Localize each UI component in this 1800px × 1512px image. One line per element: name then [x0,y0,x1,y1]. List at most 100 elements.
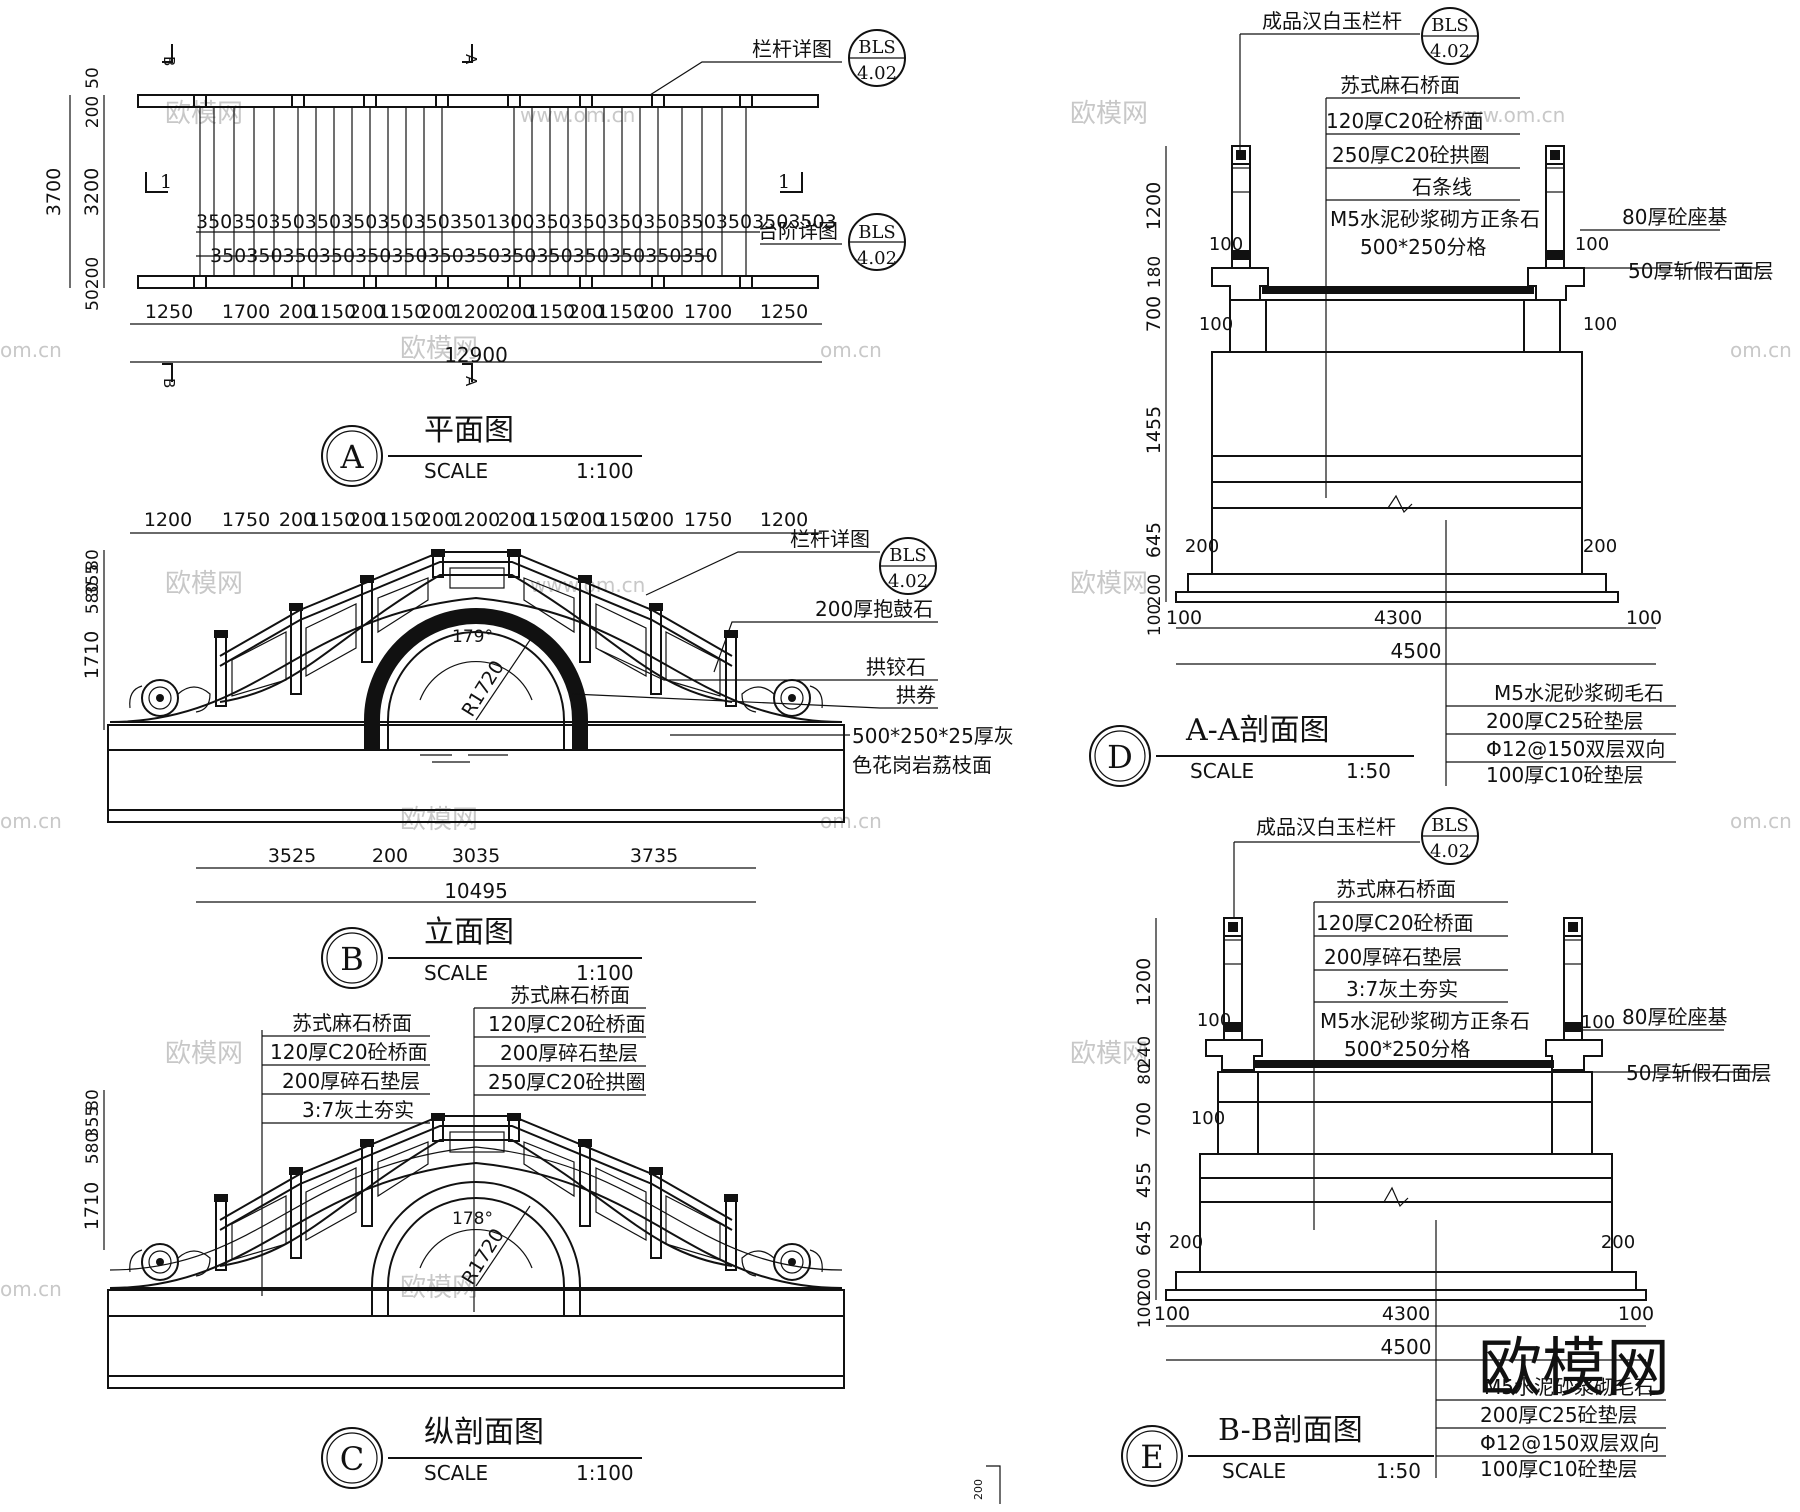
elev-dim-bottom: 3525 200 3035 3735 [268,845,678,867]
bb-title: B-B剖面图 [1218,1413,1363,1448]
long-arch-opening [387,1197,565,1317]
long-railing-top [219,1125,733,1231]
svg-text:355: 355 [83,564,103,596]
watermark-site: www.om.cn [1450,103,1565,127]
svg-text:3:7灰土夯实: 3:7灰土夯实 [302,1098,414,1122]
long-scale-value: 1:100 [576,1461,634,1485]
svg-text:1150: 1150 [308,509,356,531]
long-drum-stone-left-icon [129,1243,211,1281]
plan-title: 平面图 [424,413,514,448]
svg-text:1200: 1200 [1133,958,1155,1006]
svg-text:200厚C25砼垫层: 200厚C25砼垫层 [1480,1403,1638,1427]
plan-title-block: A 平面图 SCALE 1:100 [321,413,642,487]
svg-text:200: 200 [420,301,456,323]
aa-stone-course [1211,455,1583,483]
elev-callout-granite-2: 色花岗岩荔枝面 [852,753,992,777]
svg-text:M5水泥砂浆砌毛石: M5水泥砂浆砌毛石 [1494,681,1664,705]
svg-text:120厚C20砼桥面: 120厚C20砼桥面 [488,1012,646,1036]
aa-title: A-A剖面图 [1185,713,1329,748]
svg-text:苏式麻石桥面: 苏式麻石桥面 [510,983,630,1007]
svg-text:1200: 1200 [452,509,500,531]
watermark-brand: 欧模网 [1070,99,1148,129]
svg-text:80: 80 [83,549,103,571]
bb-base-pad-left [1205,1039,1263,1071]
aa-railing-label: 成品汉白玉栏杆 [1262,9,1402,33]
svg-text:BLS: BLS [1431,15,1469,36]
plan-dim-gap-bottom: 50 [83,289,103,311]
svg-text:200: 200 [279,509,315,531]
aa-dim-left: 1200 100 180 700 1455 645 200 100 [1143,182,1243,636]
watermark-brand: 欧模网 [165,99,243,129]
svg-text:200: 200 [420,509,456,531]
elev-drum-stone-left-icon [129,679,211,717]
svg-text:1750: 1750 [222,509,270,531]
plan-dim-deck: 3200 [81,168,103,216]
svg-text:1200: 1200 [452,301,500,323]
svg-text:A: A [462,54,480,65]
elev-rubble-foundation [107,749,845,811]
svg-text:120厚C20砼桥面: 120厚C20砼桥面 [270,1040,428,1064]
plan-view: 3503503503503503503503501300350350350350… [43,29,906,487]
aa-dim-small: 200 [1583,536,1617,557]
watermark-brand: 欧模网 [165,569,243,599]
plan-section-marks: B B A A 1 1 [145,44,803,388]
plan-scale-value: 1:100 [576,459,634,483]
elev-angle: 179° [452,627,493,647]
svg-text:1200: 1200 [760,509,808,531]
long-radius-line [475,1205,531,1287]
bb-right-label-face: 50厚斩假石面层 [1626,1061,1771,1085]
bb-detail-ref: BLS 4.02 [1421,807,1479,865]
elev-water [420,754,508,763]
svg-text:Φ12@150双层双向: Φ12@150双层双向 [1486,737,1665,761]
svg-text:355: 355 [83,1106,103,1138]
elev-title-block: B 立面图 SCALE 1:100 [321,915,642,989]
elev-angle-arc [419,661,533,701]
section-aa: 成品汉白玉栏杆 BLS 4.02 苏式麻石桥面 120厚C20砼桥面 250厚C… [1089,7,1773,787]
bb-base-pad-right [1545,1039,1603,1071]
svg-text:100: 100 [1209,234,1243,255]
svg-text:4.02: 4.02 [857,63,897,84]
long-railing-posts [214,1113,738,1271]
long-railing-cap [219,1115,733,1221]
longitudinal-section: 80 355 580 1710 苏式麻石桥面 120厚C20砼桥面 200厚碎石… [81,983,845,1489]
bb-railing-label: 成品汉白玉栏杆 [1256,815,1396,839]
svg-text:1150: 1150 [527,301,575,323]
elev-callout-hinge: 拱铰石 [866,655,926,679]
svg-text:1200: 1200 [1143,182,1165,230]
elev-callout-leader [645,551,880,596]
svg-text:700: 700 [1143,296,1165,332]
elev-arch-opening [387,631,565,751]
long-arch-ring [371,1181,581,1316]
svg-text:1710: 1710 [81,631,103,679]
svg-text:180: 180 [1145,256,1165,288]
elev-arch-ring [364,608,588,750]
watermark-site-short: om.cn [0,338,62,362]
aa-concrete-pad [1187,573,1607,593]
bb-lime-soil [1217,1101,1593,1155]
svg-text:M5水泥砂浆砌方正条石: M5水泥砂浆砌方正条石 [1320,1009,1530,1033]
svg-text:100: 100 [1145,604,1165,636]
svg-text:100厚C10砼垫层: 100厚C10砼垫层 [1486,763,1644,787]
long-drum-stone-right-icon [741,1243,823,1281]
svg-text:1700: 1700 [684,301,732,323]
elev-railing-cap [219,551,733,657]
elev-railing-panels [231,567,721,697]
aa-dim-bottom-left: 100 [1166,607,1202,629]
aa-dim-total: 4500 [1391,639,1442,663]
aa-foundation: M5水泥砂浆砌毛石 200厚C25砼垫层 Φ12@150双层双向 100厚C10… [1446,681,1676,787]
svg-text:3:7灰土夯实: 3:7灰土夯实 [1346,977,1458,1001]
bb-dim-left: 1200 100 240 80 700 455 645 200 100 [1133,958,1231,1328]
svg-text:200: 200 [1135,1268,1155,1300]
bb-scale-value: 1:50 [1376,1459,1421,1483]
svg-text:200厚碎石垫层: 200厚碎石垫层 [282,1069,420,1093]
svg-text:200: 200 [568,301,604,323]
svg-text:100厚C10砼垫层: 100厚C10砼垫层 [1480,1457,1638,1481]
svg-text:200厚碎石垫层: 200厚碎石垫层 [500,1041,638,1065]
tiny-mark: 200 [972,1465,1001,1504]
svg-text:M5水泥砂浆砌方正条石: M5水泥砂浆砌方正条石 [1330,207,1540,231]
long-title-block: C 纵剖面图 SCALE 1:100 [321,1415,642,1489]
svg-text:250厚C20砼拱圈: 250厚C20砼拱圈 [1332,143,1490,167]
long-base-slab [107,1375,845,1389]
bb-dim-bottom-mid: 4300 [1382,1303,1430,1325]
svg-text:1: 1 [160,171,172,193]
